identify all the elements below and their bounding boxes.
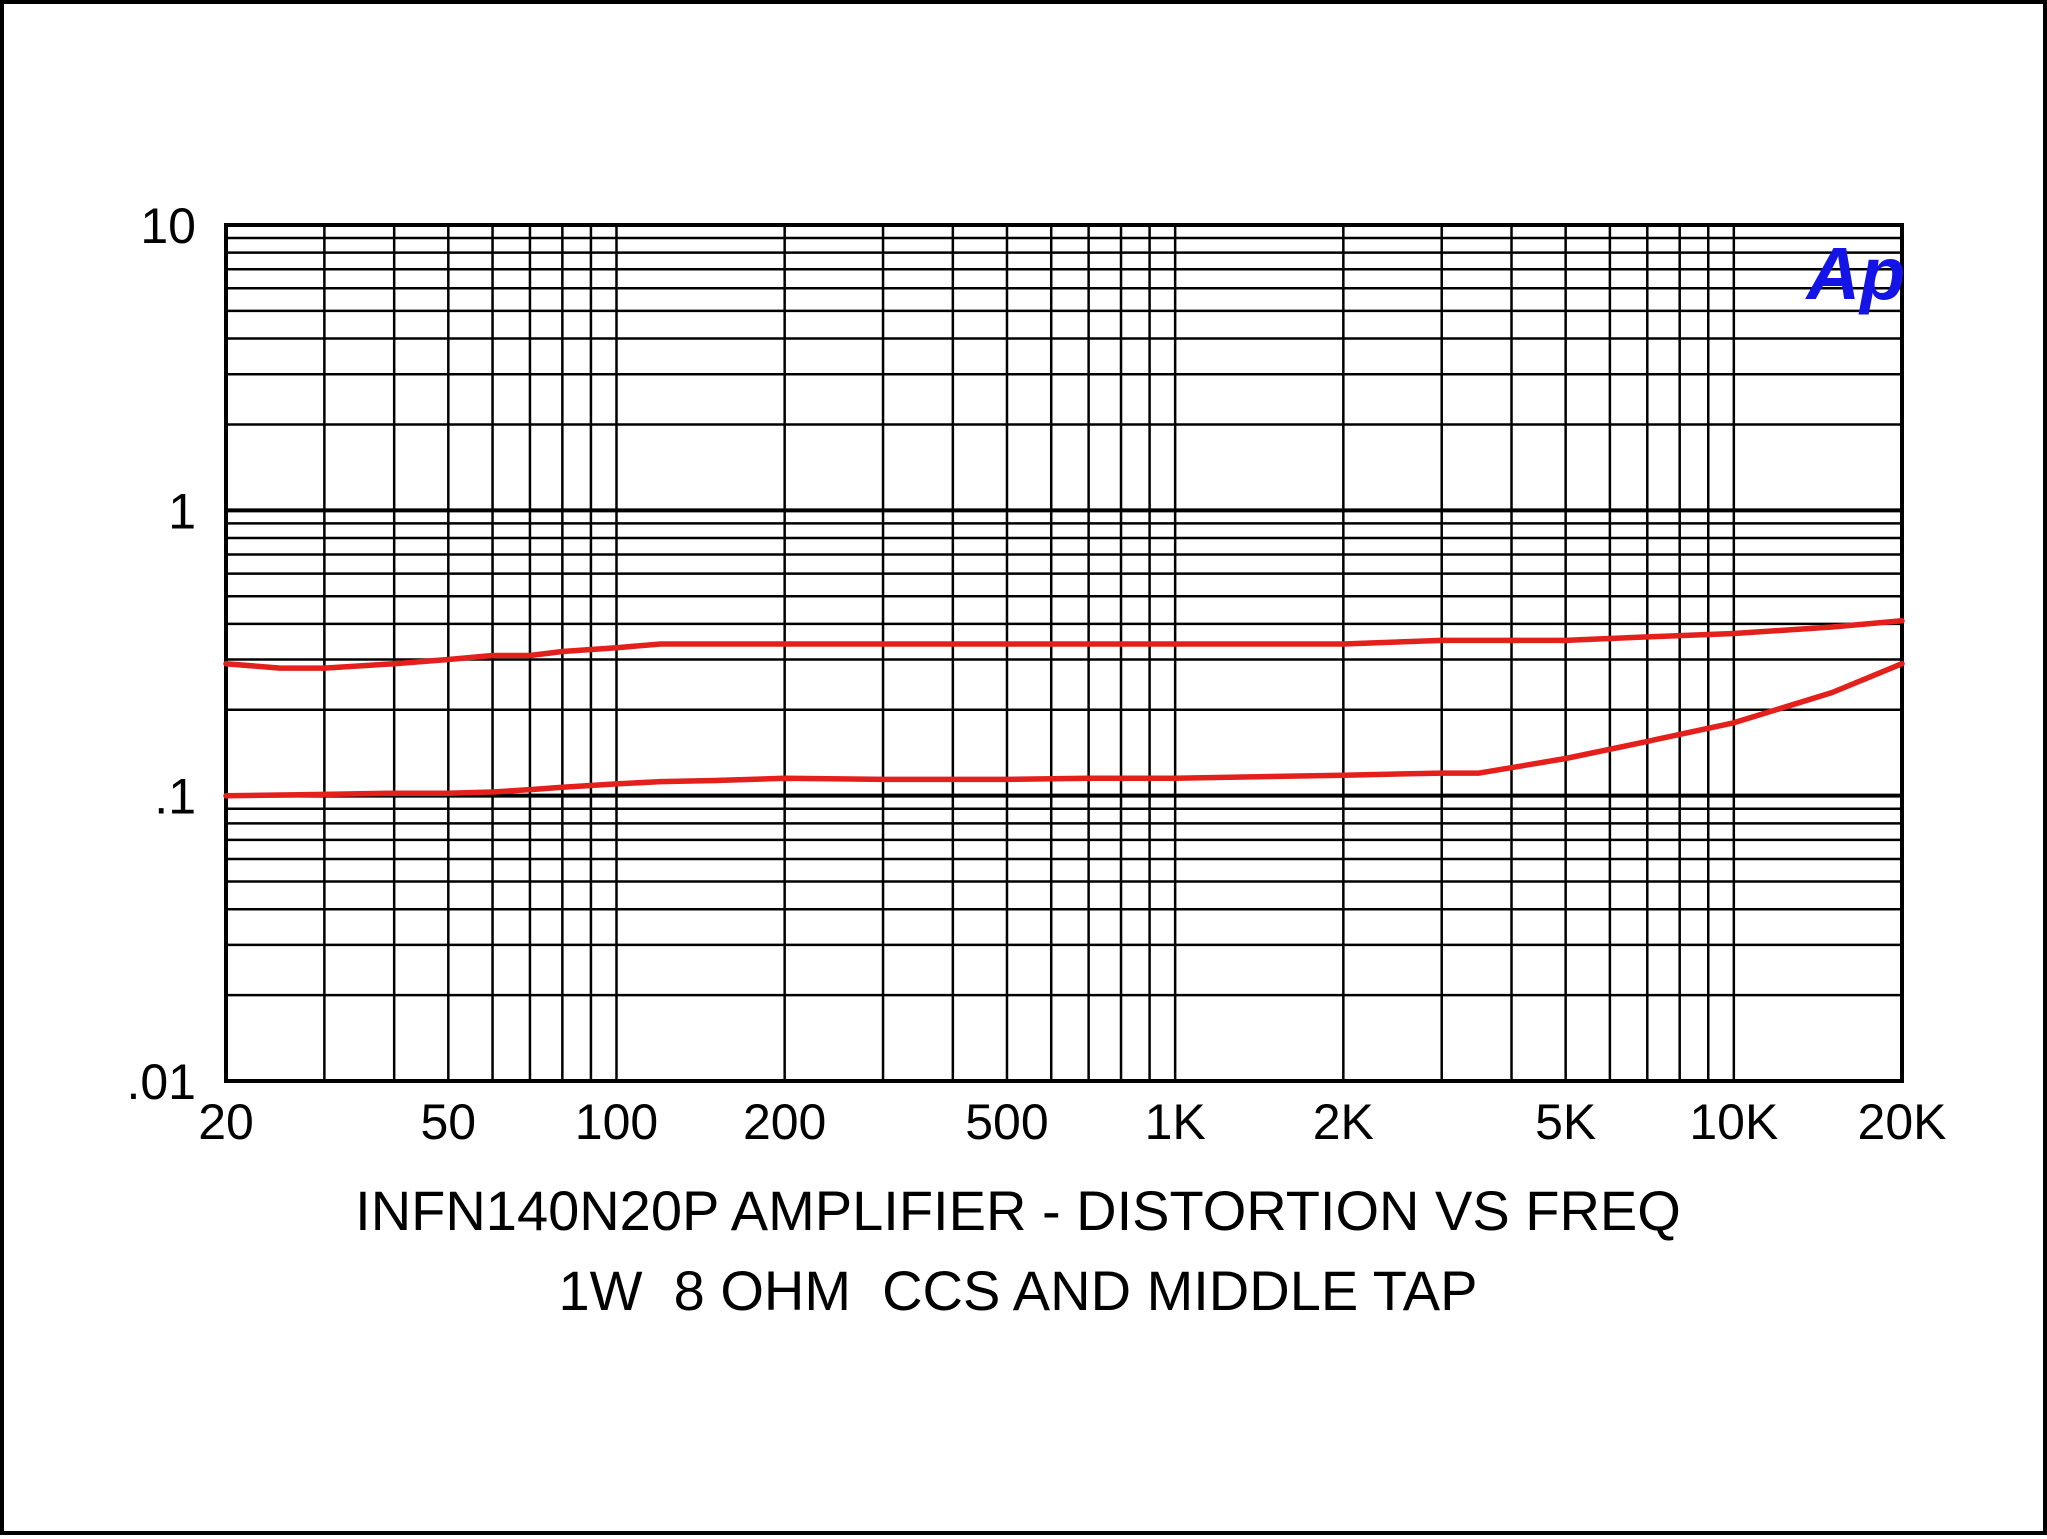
y-tick-label: 10	[140, 198, 196, 254]
series-line-1	[223, 618, 1905, 671]
x-tick-label: 50	[421, 1094, 477, 1150]
series-line-2	[223, 660, 1905, 799]
x-tick-label: 200	[743, 1094, 826, 1150]
x-tick-label: 2K	[1313, 1094, 1374, 1150]
x-tick-label: 20	[198, 1094, 254, 1150]
distortion-chart: 20 50 100 200 500 1K 2K 5K 10K 20K 10 1 .1 .01 Ap IN…	[126, 198, 1946, 1322]
y-tick-label: .1	[154, 769, 196, 825]
x-tick-label: 100	[575, 1094, 658, 1150]
x-tick-label: 500	[965, 1094, 1048, 1150]
x-tick-label: 5K	[1535, 1094, 1596, 1150]
y-tick-label: 1	[168, 483, 196, 539]
chart-subtitle: 1W 8 OHM CCS AND MIDDLE TAP	[559, 1259, 1478, 1322]
x-tick-label: 1K	[1145, 1094, 1206, 1150]
plot-frame	[224, 223, 1904, 1083]
y-tick-label: .01	[126, 1054, 196, 1110]
grid	[224, 223, 1904, 1083]
x-tick-label: 10K	[1689, 1094, 1778, 1150]
y-tick-labels: 10 1 .1 .01	[126, 198, 196, 1110]
chart-title: INFN140N20P AMPLIFIER - DISTORTION VS FR…	[355, 1179, 1681, 1242]
ap-logo: Ap	[1805, 232, 1906, 315]
x-tick-label: 20K	[1858, 1094, 1947, 1150]
series-group	[223, 618, 1905, 799]
x-tick-labels: 20 50 100 200 500 1K 2K 5K 10K 20K	[198, 1094, 1946, 1150]
